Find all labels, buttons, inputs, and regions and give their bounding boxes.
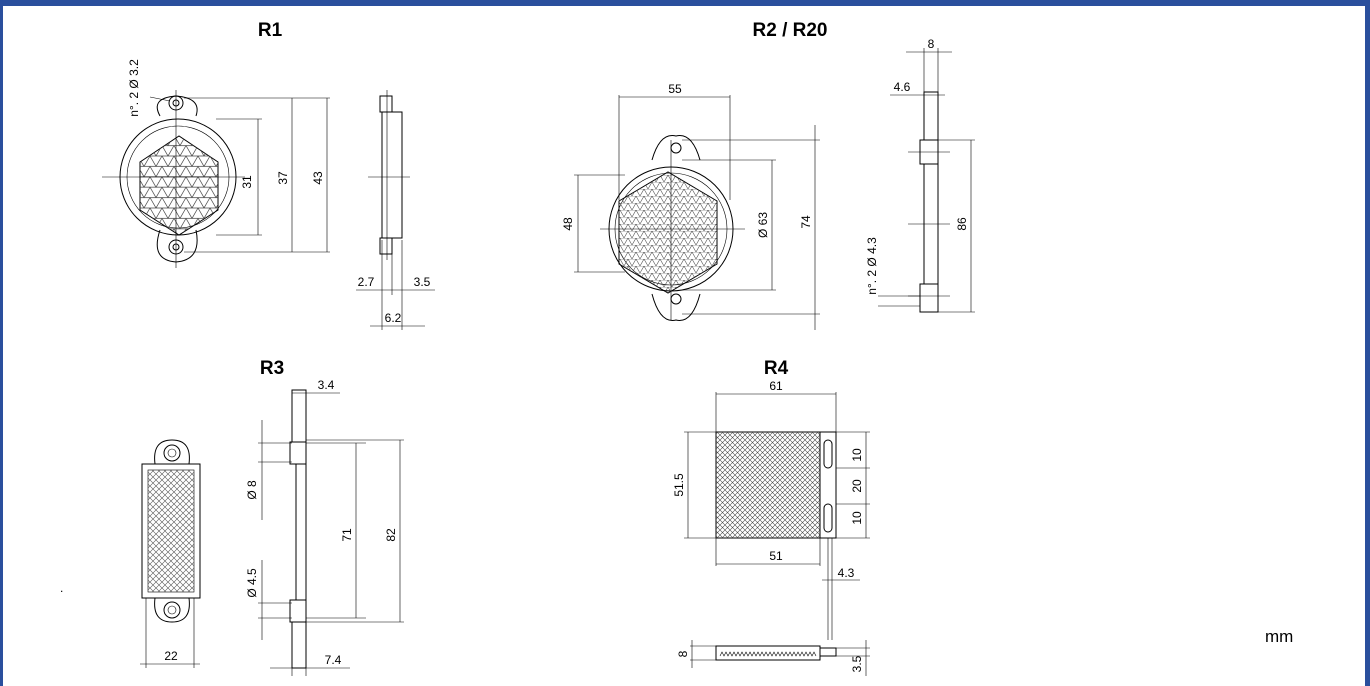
r1-dimensions: 31 37 43 n°. 2 Ø 3.2 xyxy=(127,59,330,253)
r1-dim-2-7: 2.7 xyxy=(358,275,375,289)
r3-dim-82: 82 xyxy=(384,528,398,542)
r2-holes-label: n°. 2 Ø 4.3 xyxy=(865,237,879,295)
r3-dim-7-4: 7.4 xyxy=(325,653,342,667)
unit-label: mm xyxy=(1265,627,1293,646)
r1-dim-6-2: 6.2 xyxy=(385,311,402,325)
r3-side-view: 3.4 Ø 8 Ø 4.5 71 82 7.4 xyxy=(245,378,404,676)
r4-dim-3-5: 3.5 xyxy=(850,655,864,672)
title-r2: R2 / R20 xyxy=(753,20,828,41)
r2-dim-86: 86 xyxy=(955,217,969,231)
r1-dim-43: 43 xyxy=(311,171,325,185)
r2-side-view: 8 4.6 86 n°. 2 Ø 4.3 xyxy=(865,37,975,313)
r1-side-view: 2.7 3.5 6.2 xyxy=(356,90,435,330)
r2-dim-63: Ø 63 xyxy=(756,212,770,238)
r2-dim-4-6: 4.6 xyxy=(894,80,911,94)
r4-side-view: 8 3.5 xyxy=(676,640,870,676)
r2-dim-74: 74 xyxy=(799,215,813,229)
r4-dim-4-3: 4.3 xyxy=(838,566,855,580)
r4-front-view: 61 51.5 51 10 20 10 4.3 xyxy=(672,379,870,640)
r4-dim-8: 8 xyxy=(676,650,690,657)
r1-front-view xyxy=(102,90,245,268)
r3-front-view: 22 xyxy=(140,439,201,668)
r4-dim-10-top: 10 xyxy=(850,448,864,462)
frame-left-border xyxy=(0,0,3,686)
r1-dim-3-5: 3.5 xyxy=(414,275,431,289)
r2-front-view xyxy=(600,135,745,321)
r2-dim-55: 55 xyxy=(668,82,682,96)
r1-dim-31: 31 xyxy=(240,175,254,189)
r2-dimensions: 55 48 Ø 63 74 xyxy=(561,82,820,330)
r4-dim-51: 51 xyxy=(769,549,783,563)
title-r1: R1 xyxy=(258,20,283,41)
r1-holes-label: n°. 2 Ø 3.2 xyxy=(127,59,141,117)
r3-dim-71: 71 xyxy=(340,528,354,542)
r3-dim-diam-4-5: Ø 4.5 xyxy=(245,568,259,598)
frame-right-border xyxy=(1365,0,1370,686)
r3-dim-diam-8: Ø 8 xyxy=(245,480,259,500)
r3-dim-22: 22 xyxy=(164,649,178,663)
frame-top-border xyxy=(0,0,1370,6)
r4-dim-10-bottom: 10 xyxy=(850,511,864,525)
title-r3: R3 xyxy=(260,358,284,379)
title-r4: R4 xyxy=(764,358,789,379)
r1-dim-37: 37 xyxy=(276,171,290,185)
stray-dot: . xyxy=(60,581,63,595)
r2-dim-8: 8 xyxy=(928,37,935,51)
r4-dim-61: 61 xyxy=(769,379,783,393)
r4-dim-20: 20 xyxy=(850,479,864,493)
r3-dim-3-4: 3.4 xyxy=(318,378,335,392)
r4-dim-51-5: 51.5 xyxy=(672,473,686,497)
r2-dim-48: 48 xyxy=(561,217,575,231)
